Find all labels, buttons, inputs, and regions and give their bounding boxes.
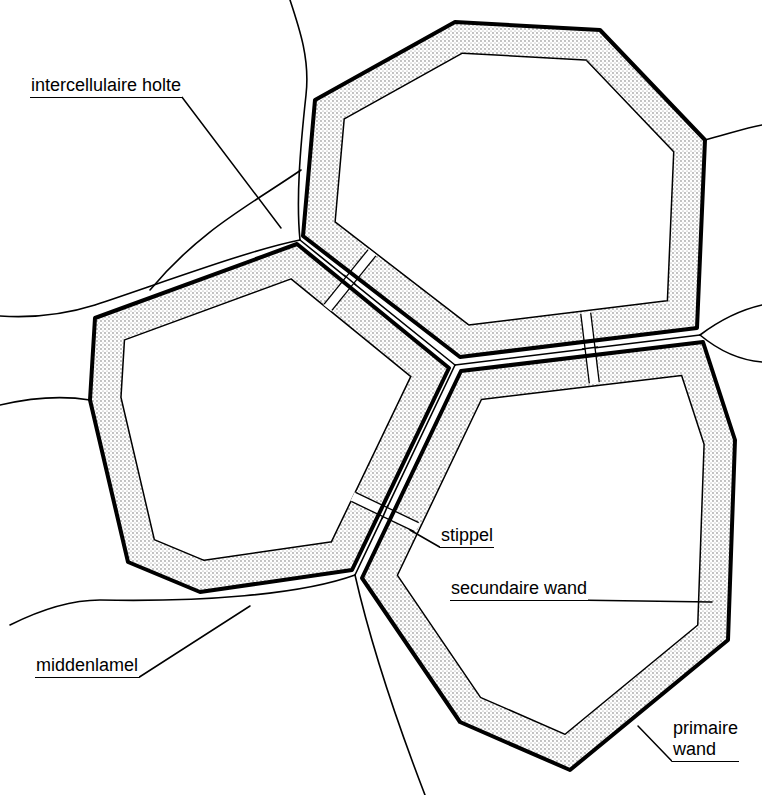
- part-label: secundaire wand: [450, 578, 588, 601]
- secondary-wall: [362, 342, 735, 770]
- part-label: intercellulaire holte: [30, 75, 182, 98]
- primary-wall: [90, 244, 449, 592]
- middle-lamella: [0, 398, 90, 405]
- middle-lamella: [700, 305, 762, 335]
- part-label: primaire wand: [672, 718, 739, 762]
- pit-opening: [581, 312, 600, 385]
- leader-line: [410, 530, 440, 547]
- part-label: middenlamel: [35, 655, 139, 678]
- primary-wall: [362, 342, 735, 770]
- leader-line: [638, 726, 672, 761]
- pit-membrane: [582, 347, 598, 349]
- primary-wall: [303, 22, 705, 357]
- middle-lamella: [705, 125, 762, 140]
- part-label: stippel: [440, 525, 494, 548]
- leader-line: [182, 97, 281, 228]
- cell-lumen-edge: [362, 342, 735, 770]
- leader-line: [139, 606, 250, 677]
- leader-line: [588, 600, 712, 602]
